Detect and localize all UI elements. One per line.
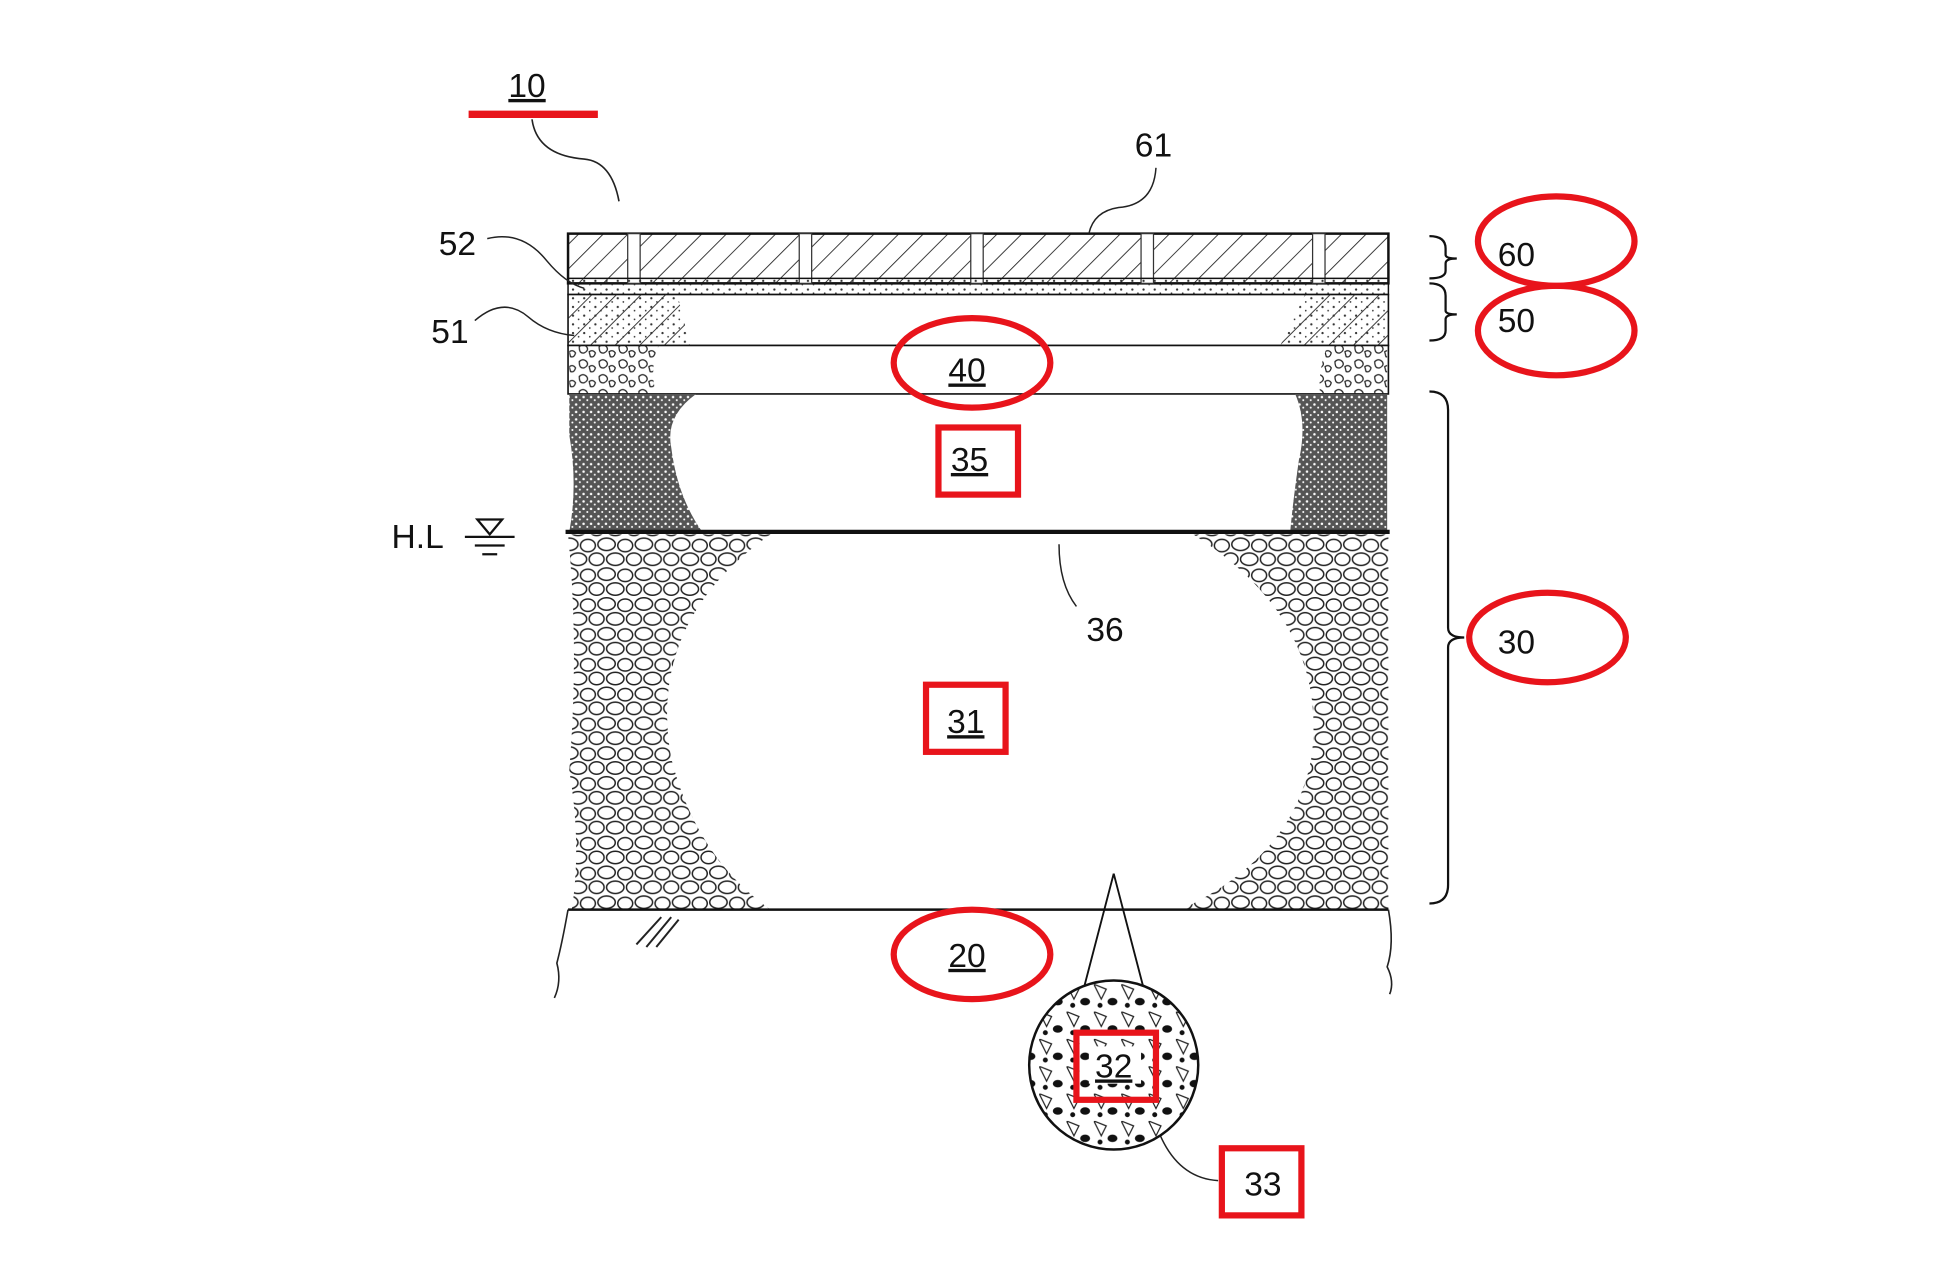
- label-36: 36: [1086, 612, 1123, 649]
- annotation-circle-40: [890, 315, 1054, 411]
- filter-layer-40: [567, 344, 1390, 395]
- label-hl: H.L: [392, 519, 444, 556]
- label-40: 40: [948, 353, 985, 390]
- braces: [1429, 234, 1465, 905]
- label-30: 30: [1498, 625, 1535, 662]
- aggregate-detail-inset: [1027, 873, 1200, 1151]
- upper-storage-35: [569, 393, 1388, 532]
- label-20: 20: [948, 938, 985, 975]
- annotation-box-32: [1073, 1029, 1160, 1103]
- annotation-circle-30: [1466, 589, 1629, 686]
- label-31: 31: [947, 704, 984, 741]
- leader-lines: [474, 167, 1219, 1182]
- label-35: 35: [951, 442, 988, 479]
- water-level-symbol: [464, 518, 515, 556]
- subgrade-20: [553, 909, 1393, 999]
- base-layer-50: [567, 293, 1390, 347]
- label-51: 51: [431, 314, 468, 351]
- red-annotations: [468, 110, 1638, 1219]
- label-32: 32: [1095, 1048, 1132, 1085]
- label-device-10: 10: [508, 68, 545, 105]
- label-joint-61: 61: [1135, 128, 1172, 165]
- label-50: 50: [1498, 303, 1535, 340]
- annotation-circle-20: [890, 906, 1054, 1003]
- annotation-circle-50: [1474, 282, 1638, 379]
- annotation-box-33: [1218, 1145, 1305, 1219]
- annotation-box-31: [922, 681, 1009, 755]
- label-33: 33: [1244, 1166, 1281, 1203]
- label-52: 52: [439, 226, 476, 263]
- annotation-box-35: [935, 424, 1022, 498]
- paving-layer-60: [566, 232, 1390, 296]
- leader-line-10: [531, 119, 620, 202]
- label-60: 60: [1498, 237, 1535, 274]
